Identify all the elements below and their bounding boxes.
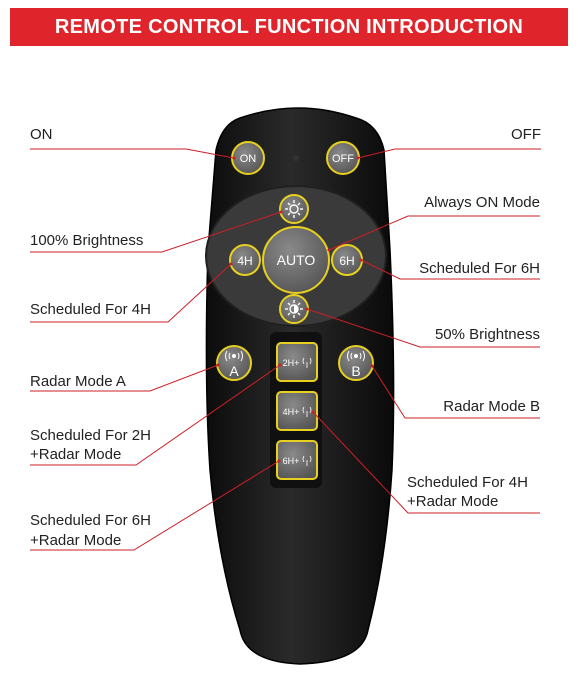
label-brightness-50: 50% Brightness	[434, 326, 540, 343]
leader-100	[30, 211, 282, 253]
6h-button[interactable]: 6H	[331, 244, 363, 276]
leader-50	[306, 308, 540, 348]
label-radar-a: Radar Mode A	[30, 373, 126, 390]
radar-b-button[interactable]: B	[338, 345, 374, 381]
leader-4h-radar	[312, 411, 540, 514]
4h-button[interactable]: 4H	[229, 244, 261, 276]
leader-on	[30, 148, 235, 159]
radar-a-button[interactable]: A	[216, 345, 252, 381]
title-banner: REMOTE CONTROL FUNCTION INTRODUCTION	[10, 8, 568, 46]
svg-text:6H: 6H	[339, 254, 354, 268]
label-6h-radar-line1: Scheduled For 6H	[30, 512, 151, 529]
label-6h-radar-line2: +Radar Mode	[30, 532, 122, 549]
label-radar-b: Radar Mode B	[443, 398, 540, 415]
label-2h-radar-line2: +Radar Mode	[30, 446, 122, 463]
brightness-half-button[interactable]	[279, 294, 309, 324]
radar-wave-icon	[302, 357, 312, 368]
auto-button[interactable]: AUTO	[262, 226, 330, 294]
brightness-full-button[interactable]	[279, 194, 309, 224]
label-brightness-100: 100% Brightness	[30, 232, 144, 249]
leader-6h-radar	[30, 460, 280, 551]
radar-wave-icon	[347, 350, 365, 362]
leader-2h-radar	[30, 364, 281, 466]
4h-radar-button[interactable]: 4H+	[276, 391, 318, 431]
label-4h-radar-line1: Scheduled For 4H	[407, 474, 528, 491]
indicator-led	[293, 155, 299, 161]
svg-text:OFF: OFF	[332, 153, 354, 165]
svg-text:6H+: 6H+	[283, 456, 300, 466]
leader-6h	[360, 259, 540, 280]
6h-radar-button[interactable]: 6H+	[276, 440, 318, 480]
svg-text:B: B	[351, 363, 360, 379]
on-button[interactable]: ON	[231, 141, 265, 175]
radar-wave-icon	[225, 350, 243, 362]
half-sun-icon	[285, 300, 303, 318]
label-2h-radar-line1: Scheduled For 2H	[30, 427, 151, 444]
svg-text:4H+: 4H+	[283, 407, 300, 417]
2h-radar-button[interactable]: 2H+	[276, 342, 318, 382]
svg-text:ON: ON	[240, 153, 257, 165]
svg-text:AUTO: AUTO	[277, 252, 316, 268]
label-always-on: Always ON Mode	[424, 194, 540, 211]
leader-always-on	[328, 215, 540, 251]
leader-radar-b	[371, 365, 540, 419]
svg-text:4H: 4H	[237, 254, 252, 268]
radar-wave-icon	[302, 455, 312, 466]
label-scheduled-4h: Scheduled For 4H	[30, 301, 151, 318]
leader-lines	[30, 148, 541, 551]
off-button[interactable]: OFF	[326, 141, 360, 175]
radar-wave-icon	[302, 406, 312, 417]
sun-icon	[285, 200, 303, 218]
leader-off	[357, 148, 541, 159]
page-title: REMOTE CONTROL FUNCTION INTRODUCTION	[54, 15, 524, 38]
leader-4h	[30, 263, 232, 323]
leader-dots	[216, 156, 374, 463]
label-on: ON	[30, 126, 53, 143]
svg-text:A: A	[229, 363, 239, 379]
label-off: OFF	[511, 126, 541, 143]
label-4h-radar-line2: +Radar Mode	[407, 493, 499, 510]
label-scheduled-6h: Scheduled For 6H	[419, 260, 540, 277]
leader-radar-a	[30, 364, 219, 392]
svg-text:2H+: 2H+	[283, 358, 300, 368]
